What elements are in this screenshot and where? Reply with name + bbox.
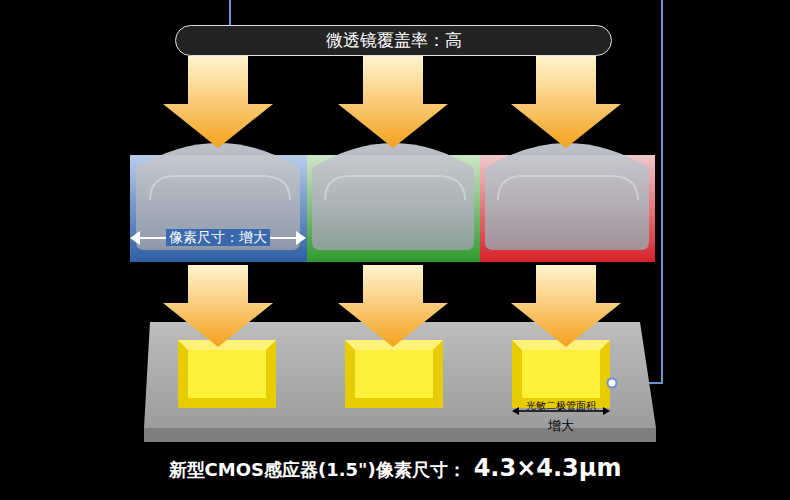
leader-line — [229, 0, 231, 26]
microlens — [136, 143, 300, 250]
photodiode — [178, 340, 276, 408]
microlens — [485, 143, 649, 250]
caption: 新型CMOS感应器(1.5")像素尺寸： — [169, 458, 466, 482]
caption-row: 新型CMOS感应器(1.5")像素尺寸： 4.3×4.3μm — [0, 454, 790, 482]
microlens — [312, 143, 474, 250]
leader-dot — [608, 379, 617, 388]
increase-label: 增大 — [545, 418, 577, 434]
photodiode — [512, 340, 610, 408]
coverage-banner: 微透镜覆盖率：高 — [175, 25, 612, 56]
substrate-edge — [144, 428, 656, 442]
pixel-size-value: 4.3×4.3μm — [474, 454, 622, 482]
photodiode — [345, 340, 443, 408]
photodiode-area-label: 光敏二极管面积 — [523, 400, 599, 412]
pixel-size-label: 像素尺寸：增大 — [166, 229, 270, 246]
banner-text: 微透镜覆盖率：高 — [326, 29, 462, 52]
